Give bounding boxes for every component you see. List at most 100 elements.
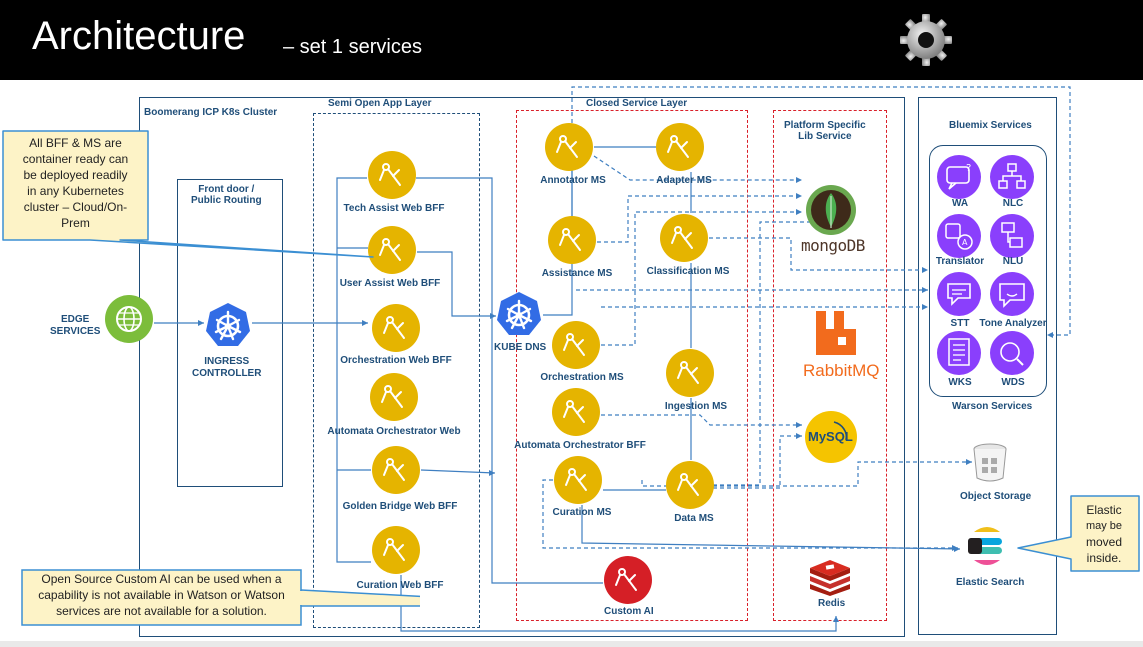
watson-service-label: WA (951, 198, 969, 209)
compass-tool-icon (372, 446, 420, 494)
bluemix-label: Bluemix Services (949, 120, 1032, 131)
k8s-cluster-container (139, 97, 905, 637)
microservice-label: Ingestion MS (664, 401, 728, 412)
compass-tool-icon (552, 388, 600, 436)
bff-label: Curation Web BFF (356, 580, 444, 591)
mongodb-leaf-icon (806, 185, 856, 235)
connector-line (597, 195, 802, 243)
connector-line (571, 86, 1071, 336)
doc-list-icon (937, 331, 981, 375)
microservice-label: Classification MS (646, 266, 730, 277)
mysql-icon (805, 411, 857, 463)
elastic-icon (968, 527, 1002, 565)
arrowhead (796, 209, 802, 215)
compass-tool-icon (368, 151, 416, 199)
connector-line (581, 505, 961, 550)
connector-line (641, 461, 972, 487)
slide-title: Architecture (32, 14, 246, 58)
callout-elastic-shape (1017, 495, 1140, 572)
microservice-label: Assistance MS (541, 268, 613, 279)
connector-line (709, 237, 928, 271)
compass-tool-icon (370, 373, 418, 421)
callout-bff-text: All BFF & MS are container ready can be … (22, 136, 129, 230)
microservice-label: Data MS (674, 513, 714, 524)
bff-label: Golden Bridge Web BFF (342, 501, 458, 512)
rabbitmq-icon (816, 311, 856, 355)
object-storage-label: Object Storage (960, 491, 1032, 502)
microservice-label: Curation MS (552, 507, 612, 518)
watson-service-label: NLU (1002, 256, 1024, 267)
edge-services-label: EDGE SERVICES (50, 314, 101, 337)
speech-bubble-icon (937, 272, 981, 316)
connector-line (420, 469, 496, 474)
arrowhead (198, 320, 204, 326)
discovery-icon (990, 331, 1034, 375)
compass-tool-icon (554, 456, 602, 504)
kubernetes-icon (206, 303, 250, 346)
arrowhead (966, 459, 972, 465)
mysql-label: MySQL (808, 429, 853, 444)
callout-elastic-line2: may be (1085, 520, 1123, 532)
watson-service-label: WDS (1001, 377, 1025, 388)
connector-line (417, 251, 496, 317)
connector-line (336, 177, 371, 563)
watson-service-label: Tone Analyzer (979, 318, 1047, 329)
watson-services-container (929, 145, 1047, 397)
compass-tool-icon (604, 556, 652, 604)
watson-service-label: NLC (1002, 198, 1024, 209)
arrowhead (954, 546, 960, 552)
slide-bottom-edge (0, 641, 1143, 647)
bff-label: Tech Assist Web BFF (343, 203, 445, 214)
callout-elastic-line1: Elastic (1086, 503, 1122, 517)
slide-subtitle: – set 1 services (283, 36, 422, 58)
arrowhead (922, 287, 928, 293)
gear-icon (900, 14, 952, 66)
callout-bff-shape (2, 130, 420, 626)
connector-line (542, 479, 958, 549)
closed-layer-label: Closed Service Layer (586, 98, 688, 109)
mongodb-label: mongoDB (801, 236, 865, 255)
arrowhead (922, 267, 928, 273)
translate-icon: A (937, 214, 981, 258)
tone-face-icon (990, 272, 1034, 316)
hierarchy-icon (990, 155, 1034, 199)
connector-line (593, 155, 802, 181)
bff-label: User Assist Web BFF (339, 278, 441, 289)
watson-service-label: Translator (935, 256, 985, 267)
compass-tool-icon (666, 461, 714, 509)
bluemix-container (918, 97, 1057, 635)
bff-label: Automata Orchestrator Web (327, 426, 461, 437)
kube-dns-label: KUBE DNS (494, 342, 547, 353)
elastic-search-label: Elastic Search (956, 577, 1025, 588)
svg-text:A: A (962, 238, 968, 247)
bucket-icon (973, 443, 1007, 482)
kubernetes-icon (497, 292, 541, 335)
title-bar: Architecture – set 1 services (0, 0, 1143, 80)
semi-open-layer-container (313, 113, 480, 628)
arrowhead (489, 470, 495, 476)
front-door-label: Front door / Public Routing (191, 184, 262, 206)
compass-tool-icon (368, 226, 416, 274)
platform-lib-container (773, 110, 887, 621)
arrowhead (490, 313, 496, 319)
chat-question-icon: ? (937, 155, 981, 199)
arrowhead (796, 433, 802, 439)
arrowhead (796, 177, 802, 183)
connector-line (713, 221, 818, 486)
callout-elastic-line3: moved (1085, 535, 1123, 549)
compass-tool-icon (372, 526, 420, 574)
connector-line (416, 177, 603, 584)
redis-label: Redis (818, 598, 846, 609)
rabbitmq-label: RabbitMQ (803, 361, 880, 380)
svg-text:?: ? (966, 163, 971, 174)
front-door-container (177, 179, 283, 487)
microservice-label: Automata Orchestrator BFF (514, 440, 646, 451)
arrowhead (1047, 332, 1053, 338)
watson-service-label: STT (950, 318, 970, 329)
arrowhead (362, 320, 368, 326)
semi-open-layer-label: Semi Open App Layer (328, 98, 432, 109)
callout-custom-ai-text: Open Source Custom AI can be used when a… (38, 572, 285, 618)
arrowhead (796, 422, 802, 428)
compass-tool-icon (545, 123, 593, 171)
document-flow-icon (990, 214, 1034, 258)
